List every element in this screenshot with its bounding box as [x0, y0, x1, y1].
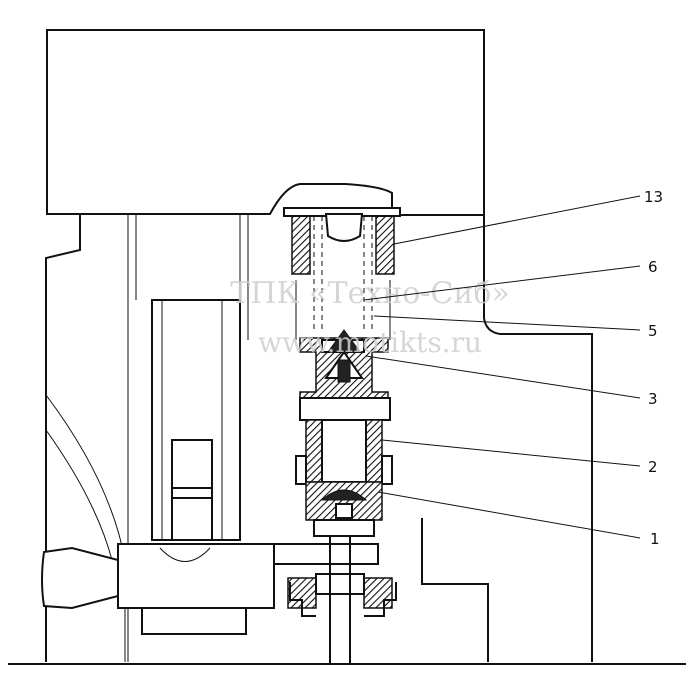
callout-5: 5 [648, 322, 658, 340]
leader-13 [393, 195, 641, 245]
leader-3 [365, 355, 641, 399]
lever-arm [41, 543, 379, 635]
part-3-valve-seat [299, 329, 389, 399]
lower-flange [289, 582, 397, 617]
watermark-line-1: ТПК «Техно-Сиб» [230, 276, 510, 311]
lower-bushing [287, 536, 393, 664]
part-13-sleeve [283, 207, 401, 275]
leader-1 [377, 491, 641, 539]
callout-3: 3 [648, 390, 658, 408]
leader-6 [363, 265, 641, 301]
leader-2 [381, 439, 641, 467]
callout-13: 13 [644, 188, 663, 206]
callout-1: 1 [650, 530, 660, 548]
left-plunger [151, 299, 241, 541]
part-2-body [295, 397, 393, 485]
part-1-piston [305, 481, 383, 537]
callout-6: 6 [648, 258, 658, 276]
upper-housing [46, 29, 485, 216]
part-6-5-tube [295, 216, 391, 340]
watermark-line-2: www.motikts.ru [258, 326, 482, 359]
main-body [8, 214, 686, 665]
leader-lines [363, 195, 641, 539]
leader-5 [373, 315, 641, 331]
callout-2: 2 [648, 458, 658, 476]
